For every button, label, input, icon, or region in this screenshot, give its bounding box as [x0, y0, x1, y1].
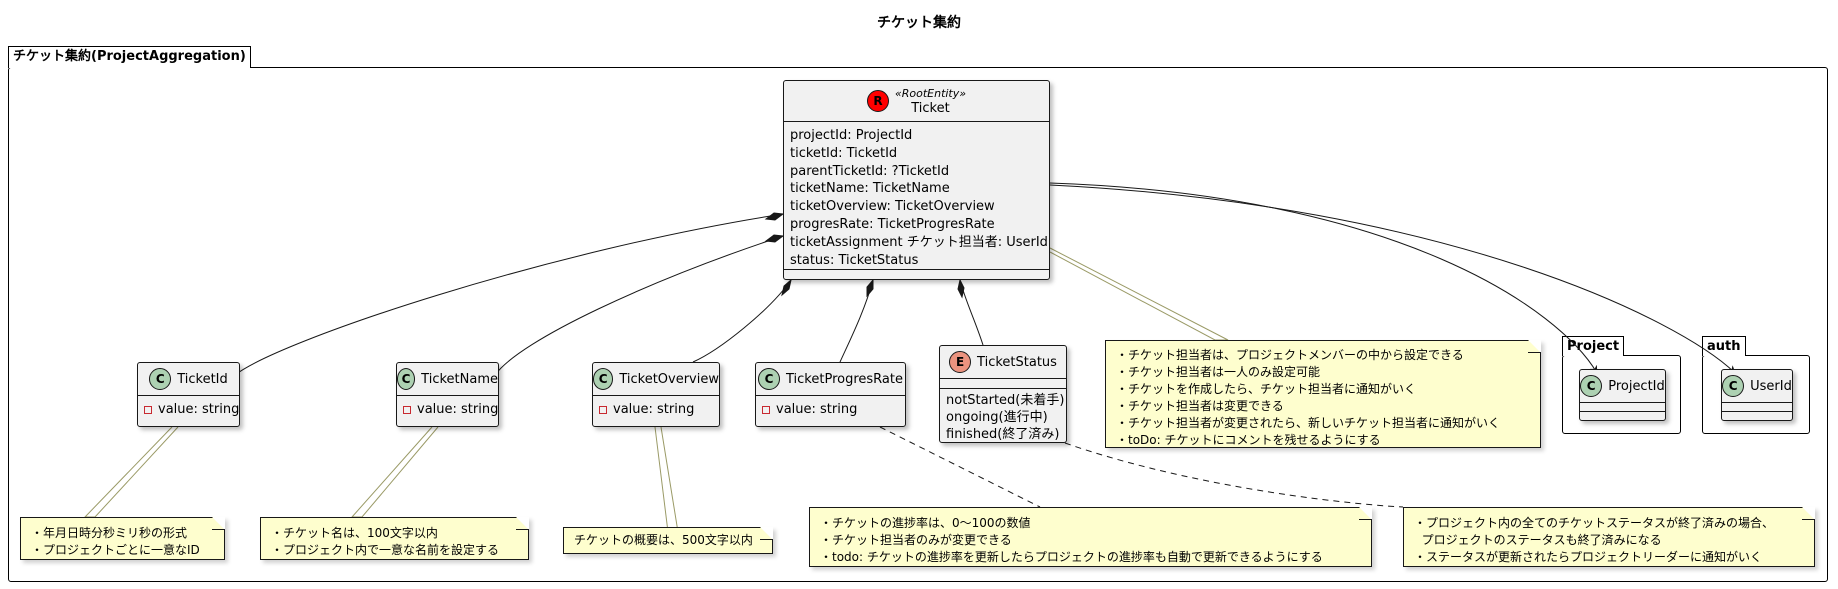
ticketoverview-class[interactable]: C TicketOverview value: string: [592, 362, 720, 427]
projectid-class-header: C ProjectId: [1580, 370, 1665, 403]
private-visibility-icon: [599, 405, 607, 414]
package-auth: [1702, 355, 1810, 434]
note-ticketoverview: チケットの概要は、500文字以内: [563, 527, 773, 554]
ticketstatus-enum[interactable]: E TicketStatus notStarted(未着手) ongoing(進…: [939, 345, 1067, 443]
ticket-field: status: TicketStatus: [790, 252, 919, 268]
ticket-field: ticketOverview: TicketOverview: [790, 199, 995, 215]
ticket-class[interactable]: R «RootEntity» Ticket projectId: Project…: [783, 80, 1050, 280]
ticketoverview-class-name: TicketOverview: [619, 371, 719, 387]
root-entity-icon: R: [866, 90, 889, 112]
class-icon: C: [1580, 375, 1603, 397]
ticketstatus-values: notStarted(未着手) ongoing(進行中) finished(終了…: [940, 389, 1066, 448]
class-icon: C: [397, 368, 416, 390]
ticketid-class-header: C TicketId: [138, 363, 239, 396]
link-userid: [1049, 184, 1736, 374]
ticketname-class[interactable]: C TicketName value: string: [396, 362, 499, 427]
class-icon: C: [758, 368, 780, 390]
diamond-ticketid: [764, 212, 785, 221]
composition-ticketoverview: [692, 279, 792, 363]
package-auth-tab: auth: [1702, 336, 1746, 356]
note-ticketname: ・チケット名は、100文字以内 ・プロジェクト内で一意な名前を設定する: [260, 517, 529, 560]
note-fold-icon: [760, 527, 773, 540]
ticket-field: ticketId: TicketId: [790, 145, 898, 161]
ticketstatus-separator: [940, 379, 1066, 389]
ticketprogresrate-class[interactable]: C TicketProgresRate value: string: [755, 362, 906, 427]
class-icon: C: [1722, 375, 1745, 397]
ticketstatus-enum-header: E TicketStatus: [940, 346, 1066, 379]
note-fold-icon: [516, 517, 529, 530]
ticket-field: ticketAssignment チケット担当者: UserId: [790, 234, 1048, 250]
ticketid-class-name: TicketId: [177, 371, 228, 387]
private-visibility-icon: [403, 405, 411, 414]
package-project-aggregation-tab: チケット集約(ProjectAggregation): [8, 46, 251, 68]
note-fold-icon: [1528, 340, 1541, 353]
ticket-field: parentTicketId: ?TicketId: [790, 163, 950, 179]
ticket-field: projectId: ProjectId: [790, 128, 913, 143]
projectid-class[interactable]: C ProjectId: [1579, 369, 1666, 421]
class-icon: C: [593, 368, 614, 390]
note-link-ticket: [1049, 247, 1229, 341]
note-fold-icon: [1359, 507, 1372, 520]
enum-value: ongoing(進行中): [946, 410, 1048, 425]
enum-value: notStarted(未着手): [946, 393, 1065, 408]
note-ticketstatus: ・プロジェクト内の全てのチケットステータスが終了済みの場合、 プロジェクトのステ…: [1403, 507, 1815, 567]
note-ticketid: ・年月日時分秒ミリ秒の形式 ・プロジェクトごとに一意なID: [20, 517, 225, 560]
ticketoverview-class-header: C TicketOverview: [593, 363, 719, 396]
package-project-aggregation: [8, 67, 1828, 582]
ticket-field: ticketName: TicketName: [790, 181, 950, 197]
ticket-fields: projectId: ProjectId ticketId: TicketId …: [784, 122, 1049, 274]
class-icon: C: [149, 368, 172, 390]
note-fold-icon: [1802, 507, 1815, 520]
ticketname-class-name: TicketName: [421, 371, 498, 387]
userid-class-header: C UserId: [1722, 370, 1792, 403]
ticket-class-name: Ticket: [911, 101, 950, 116]
diamond-ticketname: [764, 234, 785, 243]
ticketoverview-field: value: string: [593, 396, 719, 424]
projectid-class-name: ProjectId: [1608, 378, 1665, 394]
note-link-ticketname: [350, 426, 439, 518]
projectid-separator: [1580, 403, 1665, 412]
ticketname-class-header: C TicketName: [397, 363, 498, 396]
diamond-ticketstatus: [957, 278, 965, 299]
ticketname-field: value: string: [397, 396, 498, 424]
note-ticket: ・チケット担当者は、プロジェクトメンバーの中から設定できる ・チケット担当者は一…: [1105, 340, 1541, 448]
userid-class[interactable]: C UserId: [1721, 369, 1793, 421]
userid-class-name: UserId: [1750, 378, 1792, 394]
composition-ticketname: [494, 235, 784, 376]
ticket-stereotype: «RootEntity»: [894, 87, 967, 100]
ticketstatus-enum-name: TicketStatus: [977, 354, 1057, 370]
note-link-ticketprogresrate: [879, 426, 1041, 508]
enum-icon: E: [949, 351, 972, 373]
diamond-ticketoverview: [781, 278, 792, 297]
composition-ticketid: [234, 213, 784, 376]
private-visibility-icon: [144, 405, 152, 414]
ticketid-field: value: string: [138, 396, 239, 424]
ticketprogresrate-class-name: TicketProgresRate: [786, 371, 903, 387]
diagram-title: チケット集約: [877, 15, 961, 31]
note-link-ticketoverview: [654, 426, 679, 533]
ticket-field: progresRate: TicketProgresRate: [790, 216, 995, 232]
ticketprogresrate-field: value: string: [756, 396, 905, 424]
note-ticketprogresrate: ・チケットの進捗率は、0〜100の数値 ・チケット担当者のみが変更できる ・to…: [809, 507, 1372, 567]
link-projectid: [1049, 182, 1598, 374]
ticket-class-header: R «RootEntity» Ticket: [784, 81, 1049, 122]
userid-separator: [1722, 403, 1792, 412]
enum-value: finished(終了済み): [946, 427, 1060, 442]
ticketprogresrate-class-header: C TicketProgresRate: [756, 363, 905, 396]
ticketid-class[interactable]: C TicketId value: string: [137, 362, 240, 427]
ticket-method-separator: [784, 269, 1049, 270]
diamond-ticketprogresrate: [866, 278, 874, 298]
note-fold-icon: [212, 517, 225, 530]
note-link-ticketstatus: [1064, 442, 1404, 508]
private-visibility-icon: [762, 405, 770, 414]
note-link-ticketid: [83, 426, 179, 518]
